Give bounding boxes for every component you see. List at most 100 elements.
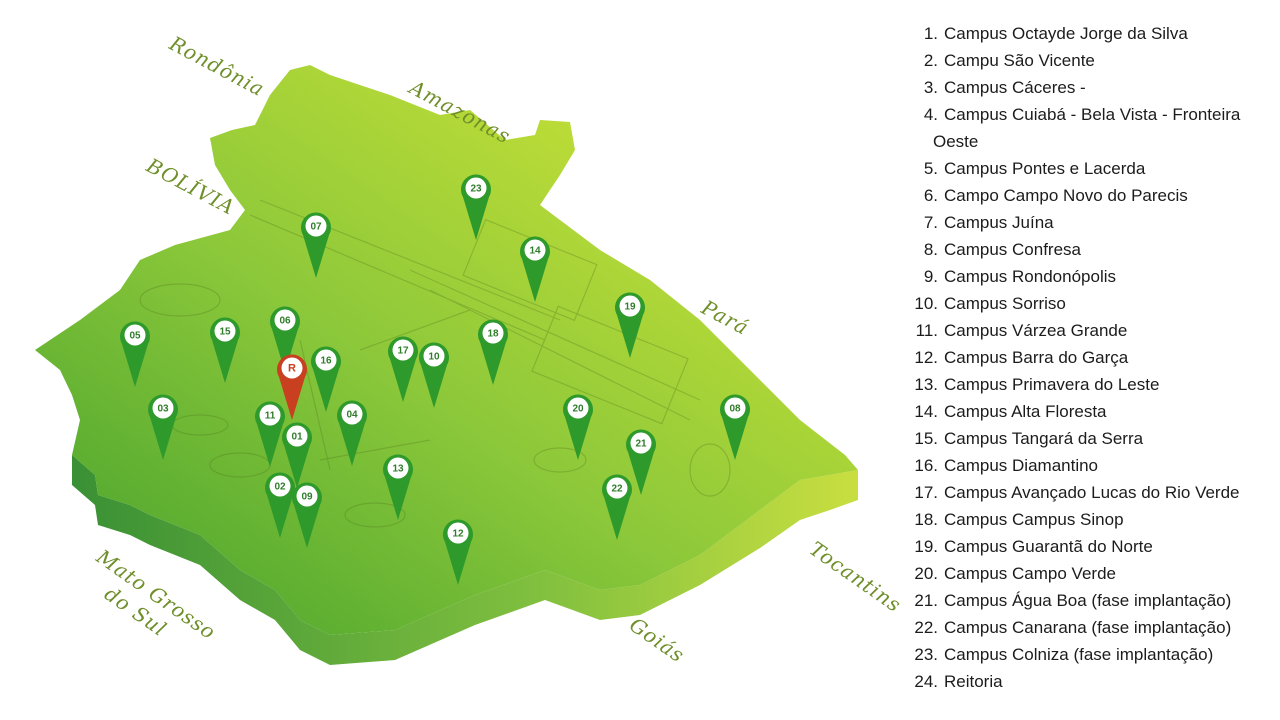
legend-item-number: 9. <box>923 267 938 286</box>
map-pin-label: 04 <box>346 410 358 421</box>
legend-item: 7.Campus Juína <box>905 209 1277 236</box>
map-extrusion <box>72 455 858 665</box>
map-marker-23[interactable]: 23 <box>461 174 491 240</box>
legend-item-label: Campus Pontes e Lacerda <box>944 159 1146 178</box>
map-pin-label: 01 <box>291 432 303 443</box>
map-marker-08[interactable]: 08 <box>720 394 750 460</box>
map-pin-label: 11 <box>265 411 276 422</box>
legend-item: 4.Campus Cuiabá - Bela Vista - Fronteira… <box>905 101 1277 155</box>
map-pin-badge <box>152 397 174 419</box>
map-pin-badge <box>465 177 487 199</box>
map-pin-label: R <box>288 363 296 375</box>
legend-item-label-continued: Oeste <box>933 132 979 151</box>
legend-item-number: 17. <box>914 483 938 502</box>
legend-item-number: 10. <box>914 294 938 313</box>
map-pin-badge <box>259 404 281 426</box>
legend-item: 23.Campus Colniza (fase implantação) <box>905 641 1277 668</box>
map-marker-11[interactable]: 11 <box>254 401 285 467</box>
legend-item-number: 1. <box>923 24 938 43</box>
map-marker-07[interactable]: 07 <box>301 212 331 278</box>
legend-item-label: Campus Sorriso <box>944 294 1066 313</box>
map-pin-badge <box>447 522 469 544</box>
map-pin-badge <box>392 339 414 361</box>
map-marker-02[interactable]: 02 <box>265 472 295 538</box>
map-pin-badge <box>124 324 146 346</box>
label-tocantins: Tocantins <box>805 536 900 617</box>
map-marker-05[interactable]: 05 <box>120 321 150 387</box>
map-marker-16[interactable]: 16 <box>311 346 341 412</box>
legend-item-label: Campus Rondonópolis <box>944 267 1116 286</box>
map-pin-badge <box>296 485 318 507</box>
map-marker-04[interactable]: 04 <box>337 400 367 466</box>
legend-item: 24.Reitoria <box>905 668 1277 695</box>
legend-item-label: Campus Água Boa (fase implantação) <box>944 591 1232 610</box>
legend-item-label: Campus Guarantã do Norte <box>944 537 1153 556</box>
legend-item: 14. Campus Alta Floresta <box>905 398 1277 425</box>
map-marker-reitoria[interactable]: R <box>277 354 307 420</box>
legend-item-number: 20. <box>914 564 938 583</box>
legend-item-label: Campo Campo Novo do Parecis <box>944 186 1188 205</box>
map-marker-03[interactable]: 03 <box>148 394 178 460</box>
legend-item: 20. Campus Campo Verde <box>905 560 1277 587</box>
legend-item-number: 21. <box>914 591 938 610</box>
legend-item-number: 6. <box>923 186 938 205</box>
legend-item-number: 14. <box>914 402 938 421</box>
legend-item: 1. Campus Octayde Jorge da Silva <box>905 20 1277 47</box>
legend-item-number: 18. <box>914 510 938 529</box>
map-marker-20[interactable]: 20 <box>563 394 593 460</box>
campus-map: Rondônia Amazonas BOLÍVIA Pará Mato Gros… <box>35 31 900 667</box>
legend-item-number: 12. <box>914 348 938 367</box>
map-pin-label: 19 <box>624 302 636 313</box>
map-marker-01[interactable]: 01 <box>282 422 312 488</box>
legend-item: 5.Campus Pontes e Lacerda <box>905 155 1277 182</box>
legend-item-label: Campus Octayde Jorge da Silva <box>944 24 1188 43</box>
map-pin-badge <box>286 425 308 447</box>
map-pin-label: 16 <box>320 356 332 367</box>
map-marker-14[interactable]: 14 <box>520 236 550 302</box>
legend-item: 6. Campo Campo Novo do Parecis <box>905 182 1277 209</box>
map-pin-badge <box>214 320 236 342</box>
map-marker-09[interactable]: 09 <box>292 482 322 548</box>
map-pin-label: 15 <box>219 327 231 338</box>
map-marker-13[interactable]: 13 <box>383 454 414 520</box>
map-pin-label: 17 <box>397 346 409 357</box>
legend-item-number: 22. <box>914 618 938 637</box>
legend-item: 8.Campus Confresa <box>905 236 1277 263</box>
map-pin-badge <box>567 397 589 419</box>
legend-item: 2. Campu São Vicente <box>905 47 1277 74</box>
map-pin-label: 09 <box>301 492 313 503</box>
legend-item-label: Campu São Vicente <box>944 51 1095 70</box>
label-rondonia: Rondônia <box>165 31 269 101</box>
legend-item: 3.Campus Cáceres - <box>905 74 1277 101</box>
legend-item-number: 23. <box>914 645 938 664</box>
map-pin-label: 08 <box>729 404 741 415</box>
map-marker-17[interactable]: 17 <box>388 336 419 402</box>
legend-item-label: Campus Juína <box>944 213 1054 232</box>
legend-item: 13.Campus Primavera do Leste <box>905 371 1277 398</box>
map-pin-label: 20 <box>572 404 584 415</box>
map-pin-badge <box>274 309 296 331</box>
map-marker-21[interactable]: 21 <box>626 429 657 495</box>
legend-item-label: Campus Alta Floresta <box>944 402 1107 421</box>
legend-item: 19.Campus Guarantã do Norte <box>905 533 1277 560</box>
legend-item-label: Campus Cuiabá - Bela Vista - Fronteira <box>944 105 1241 124</box>
map-marker-15[interactable]: 15 <box>210 317 241 383</box>
map-pin-label: 03 <box>157 404 169 415</box>
legend-item-number: 2. <box>923 51 938 70</box>
map-marker-06[interactable]: 06 <box>270 306 300 372</box>
campus-legend: 1. Campus Octayde Jorge da Silva 2. Campu S… <box>905 20 1277 695</box>
map-marker-19[interactable]: 19 <box>615 292 646 358</box>
legend-item: 16.Campus Diamantino <box>905 452 1277 479</box>
map-marker-12[interactable]: 12 <box>443 519 473 585</box>
map-pin-badge <box>606 477 628 499</box>
legend-item: 10. Campus Sorriso <box>905 290 1277 317</box>
map-marker-18[interactable]: 18 <box>478 319 509 385</box>
map-pin-badge <box>619 295 641 317</box>
map-marker-22[interactable]: 22 <box>602 474 633 540</box>
map-pin-badge <box>630 432 652 454</box>
map-marker-10[interactable]: 10 <box>419 342 449 408</box>
label-goias: Goiás <box>625 612 689 667</box>
legend-item-number: 16. <box>914 456 938 475</box>
legend-item-label: Campus Campo Verde <box>944 564 1116 583</box>
map-pin-badge <box>305 215 327 237</box>
